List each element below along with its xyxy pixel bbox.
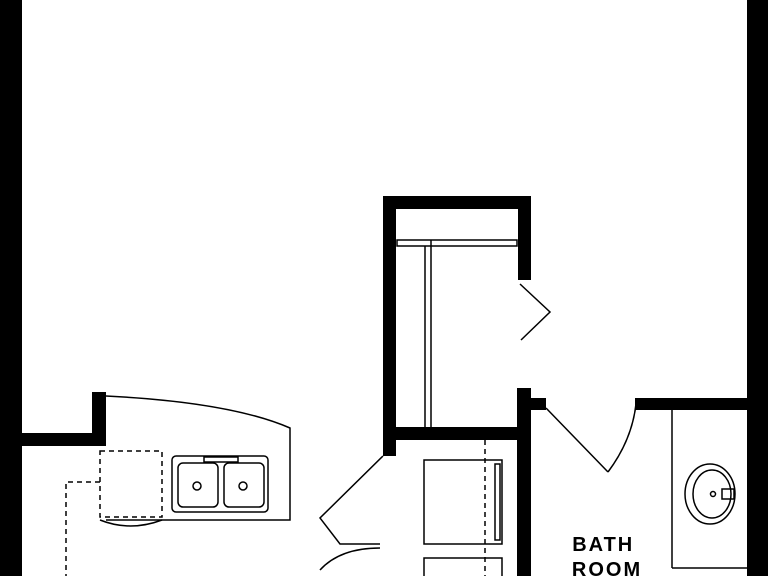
dashed-appliances xyxy=(65,440,486,576)
lavatory-outer xyxy=(684,463,736,525)
closet-right-wall-upper xyxy=(518,196,531,280)
closet-shelf-top xyxy=(396,239,518,247)
interior-walls xyxy=(22,196,747,576)
left-exterior-wall xyxy=(0,0,22,576)
closet-left-wall xyxy=(383,196,396,456)
bath-vanity xyxy=(671,410,747,569)
dishwasher-swing xyxy=(99,519,163,527)
bath-room-label: BATH ROOM xyxy=(572,534,642,576)
kitchen-upper-wall-post xyxy=(92,392,106,446)
bath-door-leaf xyxy=(545,407,609,473)
closet-bifold-door xyxy=(519,283,552,341)
refrigerator-outline xyxy=(65,481,100,576)
bath-door-jamb xyxy=(531,398,546,410)
sink-basin-right xyxy=(223,462,265,508)
hall-door-leaf-lower xyxy=(319,547,381,571)
lavatory-faucet xyxy=(721,488,735,500)
closet-top-wall xyxy=(383,196,531,209)
bifold-door-leaf xyxy=(519,283,552,341)
sink-basin-left xyxy=(177,462,219,508)
dryer-unit xyxy=(423,459,503,545)
bath-room-label-line-1: BATH xyxy=(572,534,634,556)
dryer-panel xyxy=(494,463,501,541)
closet-shelf xyxy=(396,239,518,427)
kitchen-upper-wall xyxy=(22,433,104,446)
hall-door-leaf-upper xyxy=(319,455,384,545)
washer-unit xyxy=(423,557,503,576)
right-exterior-wall xyxy=(747,0,768,576)
sink-faucet xyxy=(203,456,239,463)
lavatory-inner xyxy=(692,469,732,519)
laundry-appliances xyxy=(423,459,503,576)
center-wall-lower xyxy=(517,388,531,576)
bath-door-arc xyxy=(607,403,637,473)
double-sink-outer xyxy=(171,455,269,513)
dishwasher-outline xyxy=(99,450,163,518)
lavatory-drain xyxy=(709,490,717,498)
bath-swing-door xyxy=(545,403,637,473)
sink-drain-left xyxy=(192,481,202,491)
hall-double-door xyxy=(319,455,384,571)
counter-edge xyxy=(105,395,291,521)
bath-top-wall xyxy=(635,398,747,410)
closet-bottom-wall xyxy=(383,427,529,440)
bath-room-label-line-2: ROOM xyxy=(572,559,642,576)
sink-drain-right xyxy=(238,481,248,491)
kitchen-counter xyxy=(99,395,291,527)
